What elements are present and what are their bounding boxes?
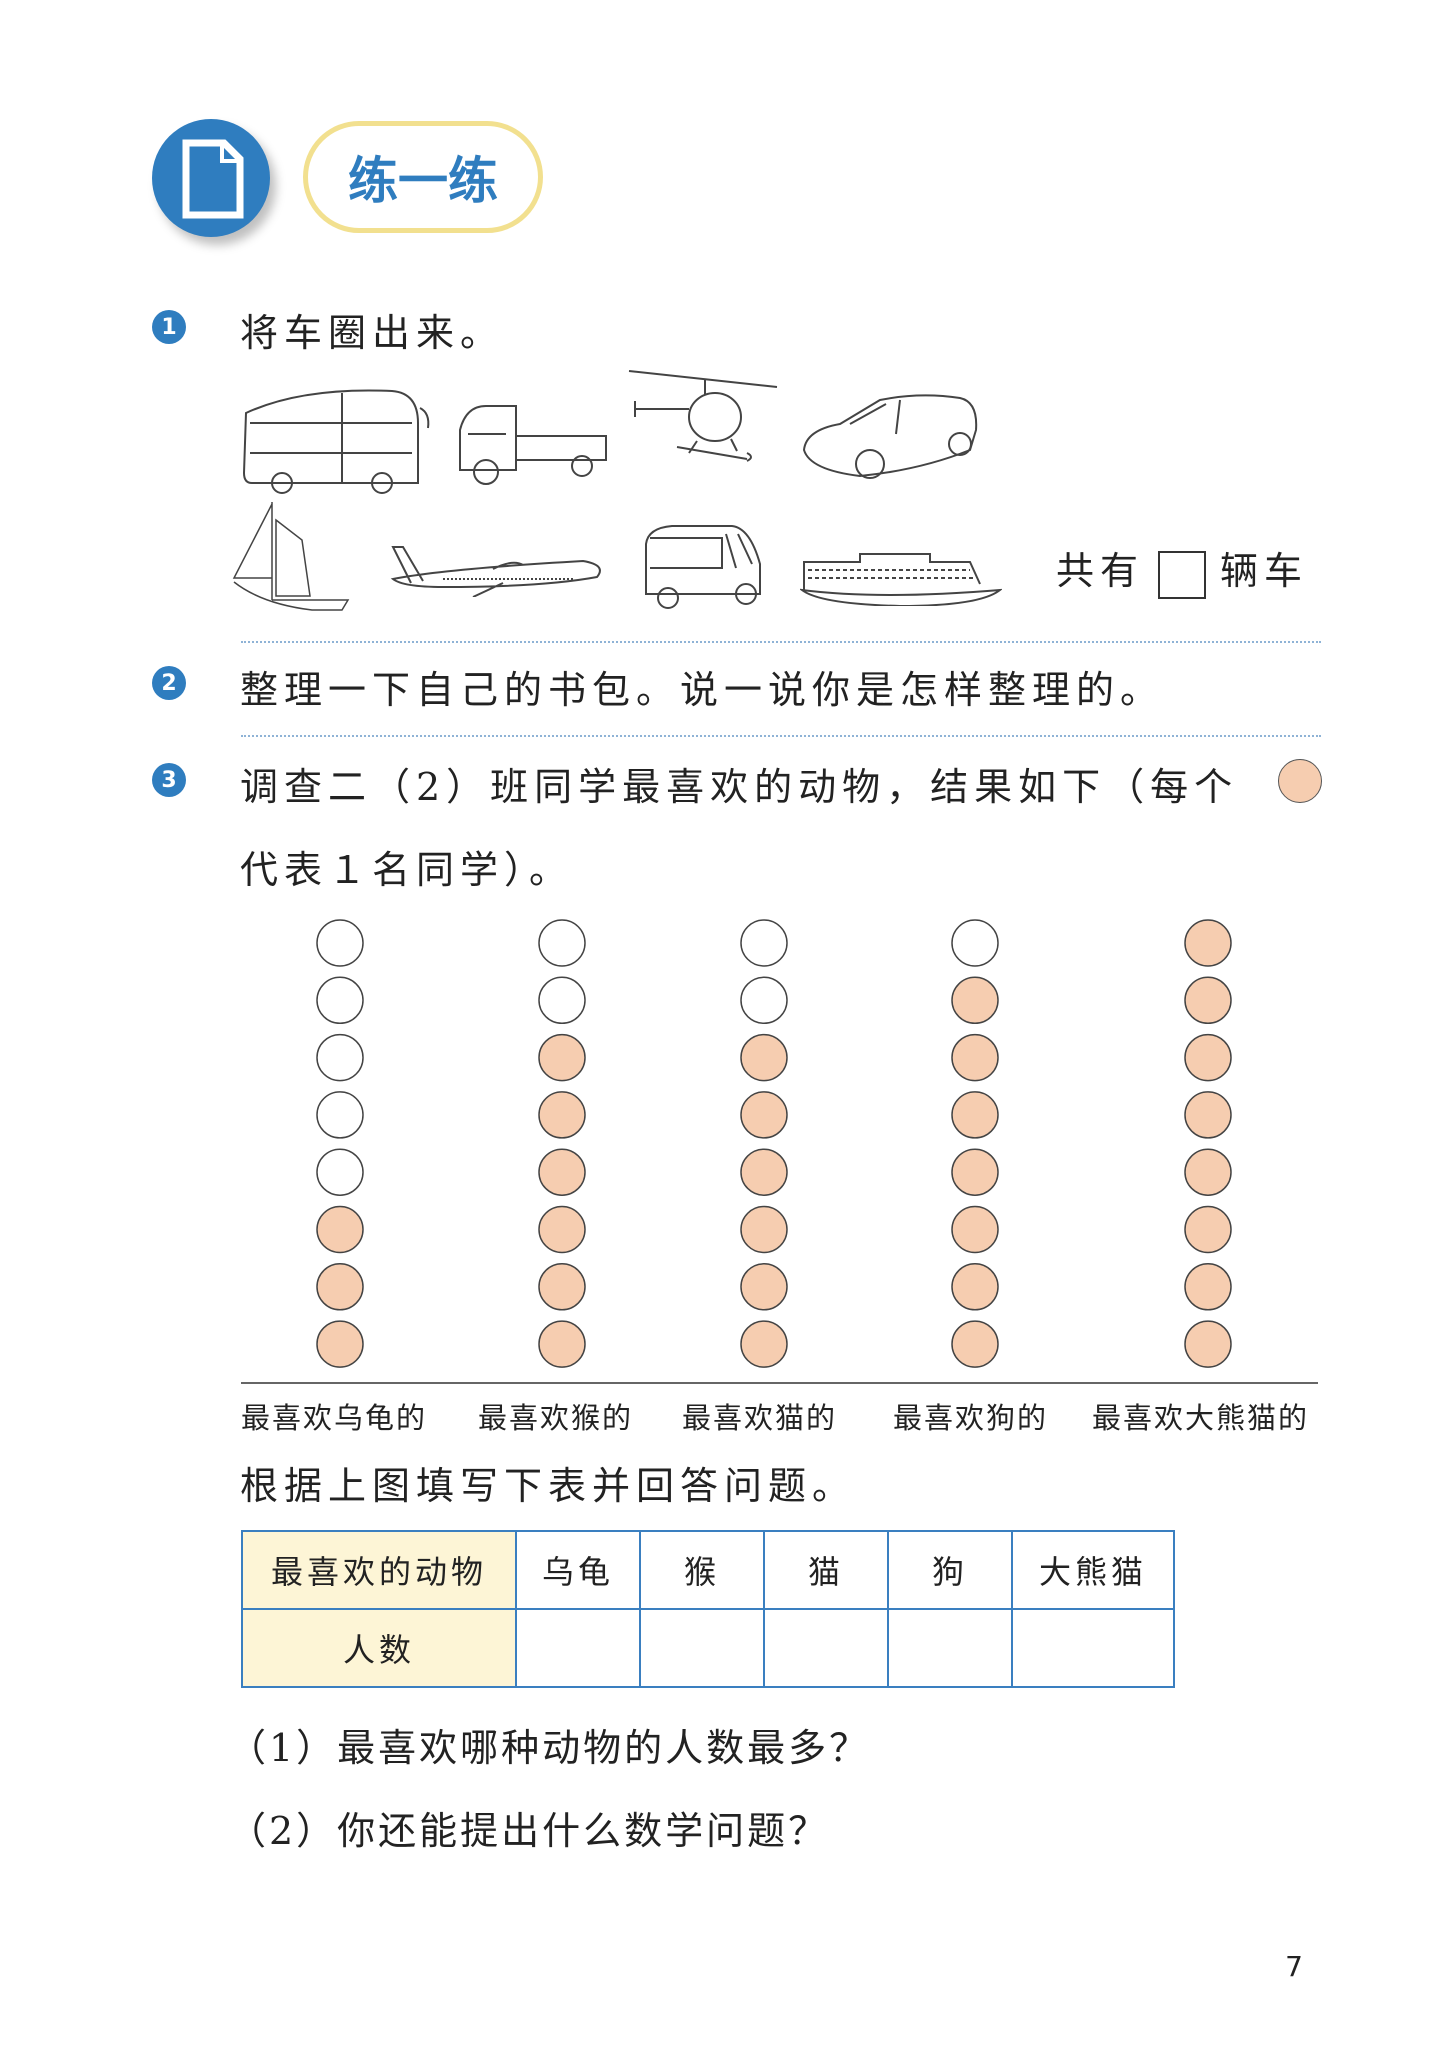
filled-circle [1184,1148,1232,1196]
header-label: 最喜欢的动物 [241,1530,517,1610]
count-cell[interactable] [887,1608,1013,1688]
vehicle-count-prompt: 共有 辆车 [1056,540,1308,599]
empty-circle [951,919,999,967]
table-count-row: 人数 [241,1608,1175,1688]
bus-image [242,389,430,494]
empty-circle [538,976,586,1025]
filled-circle [538,1320,586,1368]
count-cell[interactable] [639,1608,765,1688]
vehicle-count-answer-box[interactable] [1158,550,1207,599]
category-label: 最喜欢大熊猫的 [1092,1401,1310,1435]
filled-circle [316,1320,364,1368]
filled-circle [1184,1320,1232,1368]
question-3-text-line1: 调查二（2）班同学最喜欢的动物，结果如下（每个 [240,765,1239,809]
filled-circle [538,1091,586,1139]
category-label: 最喜欢乌龟的 [241,1401,428,1435]
count-prefix: 共有 [1056,549,1145,593]
divider [241,735,1321,737]
animal-header: 狗 [887,1530,1013,1610]
question-number-3: 3 [152,763,186,797]
table-header-row: 最喜欢的动物 乌龟 猴 猫 狗 大熊猫 [241,1530,1175,1610]
empty-circle [316,1091,364,1139]
filled-circle [1184,1263,1232,1311]
car-image [802,394,978,479]
filled-circle [1184,1091,1232,1139]
empty-circle [740,976,788,1025]
category-label: 最喜欢猴的 [478,1401,634,1435]
count-suffix: 辆车 [1220,549,1309,593]
filled-circle [740,1320,788,1368]
category-label: 最喜欢狗的 [893,1401,1049,1435]
filled-circle [1184,976,1232,1025]
page-number: 7 [1285,1950,1303,1983]
row-label: 人数 [241,1608,517,1688]
count-cell[interactable] [1011,1608,1175,1688]
question-3-text-line2: 代表１名同学）。 [240,848,574,892]
ship-image [800,553,1002,606]
animal-header: 猴 [639,1530,765,1610]
airplane-image [390,546,601,597]
question-number-1: 1 [152,310,186,344]
sailboat-image [232,502,350,611]
count-cell[interactable] [763,1608,889,1688]
results-table: 最喜欢的动物 乌龟 猴 猫 狗 大熊猫 人数 [241,1530,1175,1688]
empty-circle [316,976,364,1025]
empty-circle [316,919,364,967]
empty-circle [316,1033,364,1082]
filled-circle [951,1320,999,1368]
question-1-text: 将车圈出来。 [240,311,505,355]
filled-circle [740,1148,788,1196]
exercise-icon [152,119,270,237]
count-cell[interactable] [515,1608,641,1688]
empty-circle [316,1148,364,1196]
divider [241,641,1321,643]
filled-circle [1184,1033,1232,1082]
filled-circle [740,1205,788,1254]
filled-circle [951,976,999,1025]
animal-header: 猫 [763,1530,889,1610]
filled-circle [538,1148,586,1196]
filled-circle [1184,1205,1232,1254]
helicopter-image [628,370,778,462]
filled-circle [951,1148,999,1196]
sub-question-1: （1）最喜欢哪种动物的人数最多？ [228,1726,871,1770]
question-2-text: 整理一下自己的书包。说一说你是怎样整理的。 [240,668,1165,712]
document-icon [182,139,244,219]
legend-circle [1278,759,1322,803]
truck-image [459,405,607,485]
empty-circle [740,919,788,967]
filled-circle [316,1205,364,1254]
filled-circle [740,1263,788,1311]
filled-circle [538,1033,586,1082]
filled-circle [951,1205,999,1254]
animal-header: 大熊猫 [1011,1530,1175,1610]
section-title: 练一练 [303,121,543,233]
van-image [645,525,761,609]
filled-circle [740,1033,788,1082]
filled-circle [951,1033,999,1082]
filled-circle [316,1263,364,1311]
filled-circle [538,1263,586,1311]
filled-circle [538,1205,586,1254]
filled-circle [740,1091,788,1139]
sub-question-2: （2）你还能提出什么数学问题？ [228,1809,830,1853]
filled-circle [951,1263,999,1311]
empty-circle [538,919,586,967]
table-instruction: 根据上图填写下表并回答问题。 [240,1464,857,1508]
filled-circle [951,1091,999,1139]
filled-circle [1184,919,1232,967]
animal-header: 乌龟 [515,1530,641,1610]
pictograph [241,919,1318,1384]
category-label: 最喜欢猫的 [682,1401,838,1435]
question-number-2: 2 [152,666,186,700]
